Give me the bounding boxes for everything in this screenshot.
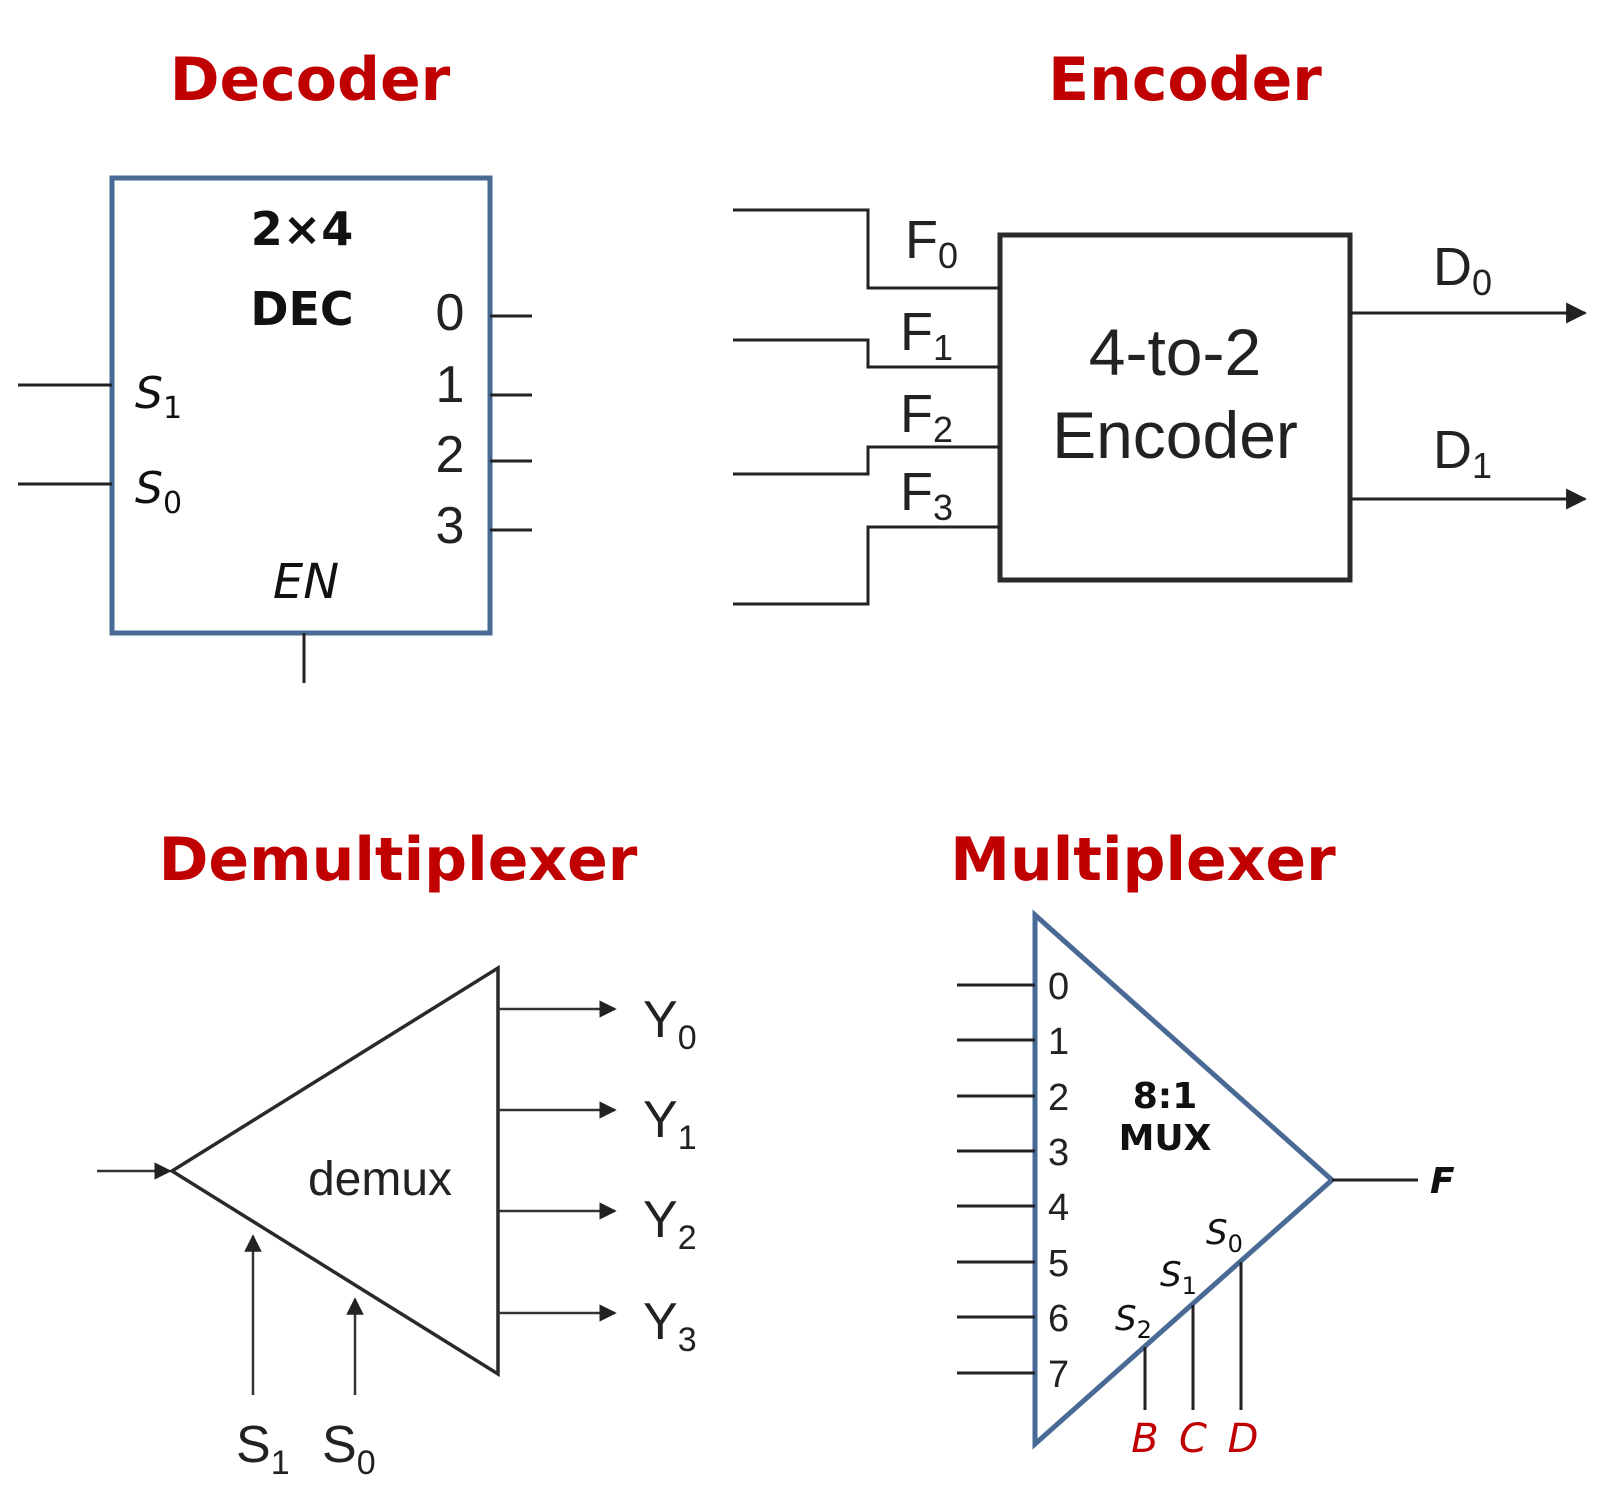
- encoder-output-label-d1: D1: [1433, 420, 1492, 486]
- encoder-panel: Encoder 4-to-2 Encoder F0 F1 F2 F3 D0 D1: [733, 45, 1588, 606]
- decoder-box: [109, 175, 493, 636]
- decoder-output-label-2: 2: [436, 426, 465, 484]
- decoder-output-label-1: 1: [436, 356, 465, 414]
- mux-input-label-6: 6: [1048, 1298, 1069, 1340]
- mux-select-label-s1: S1: [1160, 1255, 1197, 1300]
- encoder-input-label-f1: F1: [900, 302, 953, 368]
- decoder-input-label-s1: S1: [135, 368, 182, 426]
- mux-panel: Multiplexer 8:1 MUX 0 1 2 3 4 5 6 7 F S2…: [950, 825, 1455, 1462]
- decoder-type-label: DEC: [250, 282, 353, 336]
- encoder-input-label-f3: F3: [900, 462, 953, 528]
- decoder-output-label-3: 3: [436, 497, 465, 555]
- mux-input-label-7: 7: [1048, 1354, 1069, 1396]
- decoder-panel: Decoder 2×4 DEC S1 S0 0 1 2 3 EN: [18, 45, 532, 683]
- decoder-input-label-s0: S0: [135, 463, 182, 521]
- demux-output-label-y1: Y1: [643, 1091, 697, 1157]
- mux-label-line2: MUX: [1119, 1118, 1212, 1159]
- demux-select-label-s1: S1: [236, 1416, 290, 1482]
- demux-panel: Demultiplexer demux Y0 Y1 Y2 Y3 S1 S0: [97, 825, 697, 1482]
- decoder-enable-label: EN: [273, 554, 339, 610]
- encoder-input-wire-f0: [733, 208, 1000, 290]
- encoder-input-wire-f3: [733, 525, 1000, 606]
- encoder-box: [997, 232, 1353, 583]
- mux-output-label: F: [1430, 1161, 1455, 1202]
- mux-select-label-s0: S0: [1206, 1213, 1243, 1258]
- mux-select-label-s2: S2: [1115, 1299, 1152, 1344]
- decoder-output-label-0: 0: [436, 284, 465, 342]
- mux-input-label-3: 3: [1048, 1132, 1069, 1174]
- mux-input-label-0: 0: [1048, 966, 1069, 1008]
- mux-title: Multiplexer: [950, 825, 1336, 895]
- encoder-label-line2: Encoder: [1052, 398, 1298, 472]
- mux-input-label-4: 4: [1048, 1187, 1069, 1229]
- mux-input-label-1: 1: [1048, 1021, 1069, 1063]
- decoder-title: Decoder: [170, 45, 451, 115]
- demux-triangle: [168, 964, 500, 1378]
- encoder-input-wire-f2: [733, 445, 1000, 476]
- demux-label: demux: [308, 1153, 452, 1206]
- demux-output-label-y3: Y3: [643, 1293, 697, 1359]
- mux-triangle: [1032, 909, 1336, 1450]
- mux-select-signal-c: C: [1179, 1416, 1207, 1462]
- encoder-output-label-d0: D0: [1433, 237, 1492, 303]
- encoder-title: Encoder: [1048, 45, 1322, 115]
- demux-output-label-y2: Y2: [643, 1191, 697, 1257]
- encoder-label-line1: 4-to-2: [1089, 315, 1261, 389]
- mux-input-label-2: 2: [1048, 1077, 1069, 1119]
- mux-input-label-5: 5: [1048, 1243, 1069, 1285]
- demux-output-label-y0: Y0: [643, 991, 697, 1057]
- mux-select-signal-d: D: [1228, 1416, 1259, 1462]
- encoder-input-wire-f1: [733, 338, 1000, 369]
- encoder-input-label-f2: F2: [900, 384, 953, 450]
- mux-label-line1: 8:1: [1133, 1076, 1198, 1117]
- decoder-size-label: 2×4: [251, 202, 354, 256]
- demux-title: Demultiplexer: [159, 825, 638, 895]
- encoder-input-label-f0: F0: [905, 210, 958, 276]
- demux-select-label-s0: S0: [322, 1416, 376, 1482]
- mux-select-signal-b: B: [1131, 1416, 1158, 1462]
